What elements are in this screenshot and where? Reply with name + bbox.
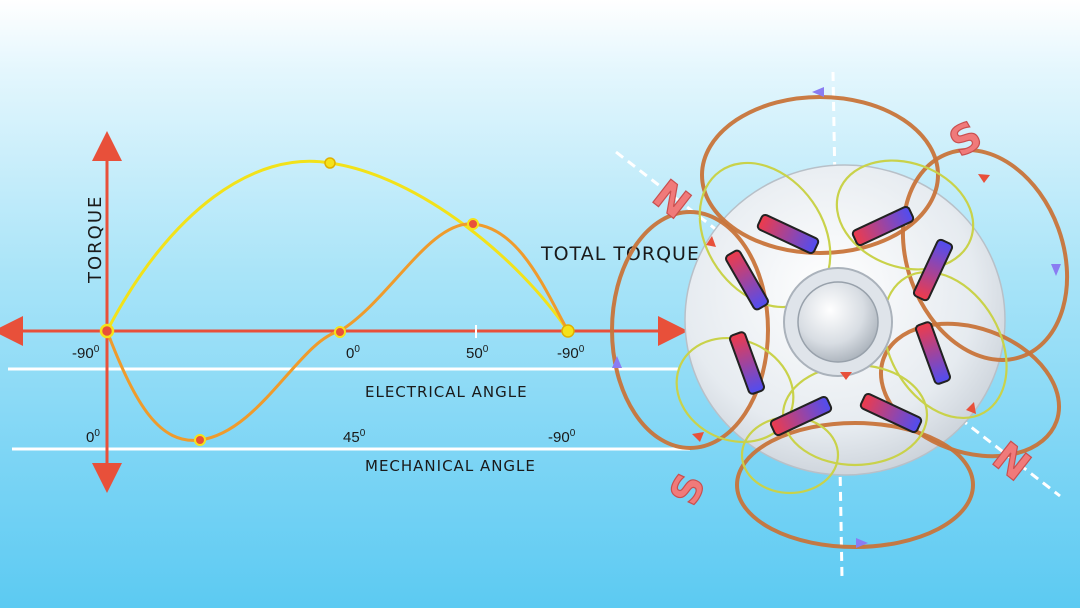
mechanical-tick-label: 450 xyxy=(343,428,366,446)
total-torque-label: TOTAL TORQUE xyxy=(540,243,700,265)
electrical-tick-label: -900 xyxy=(72,344,100,362)
field-direction-arrows xyxy=(692,174,990,442)
outer-field-loops xyxy=(610,95,1070,549)
magnet xyxy=(859,392,923,434)
pole-label-south: S xyxy=(661,467,715,513)
total-torque-curve xyxy=(105,159,570,332)
rotor-magnets xyxy=(725,205,954,437)
electrical-tick-label: 00 xyxy=(346,344,360,362)
magnet xyxy=(756,213,820,255)
diagonal-dashed-axis xyxy=(615,150,1061,498)
mechanical-angle-label: MECHANICAL ANGLE xyxy=(365,457,536,475)
point-torque-trough xyxy=(194,434,206,446)
rotor-shaft xyxy=(797,281,879,363)
pole-label-north: N xyxy=(984,434,1039,491)
pole-label-south: S xyxy=(942,112,990,166)
electrical-tick-label: -900 xyxy=(557,344,585,362)
electrical-tick-label: 500 xyxy=(466,344,489,362)
magnet xyxy=(915,321,951,385)
point-total-torque-peak xyxy=(324,157,336,169)
magnet xyxy=(725,249,769,311)
field-loop-arrows xyxy=(612,87,1061,548)
torque-graph: TORQUE TOTAL TORQUE ELECTRICAL ANGLE MEC… xyxy=(0,131,700,493)
magnet xyxy=(912,238,954,302)
point-torque-peak xyxy=(467,218,479,230)
motor-illustration: N S N S xyxy=(610,71,1070,579)
magnet xyxy=(729,331,765,395)
point-zero-crossing xyxy=(334,326,346,338)
electrical-angle-label: ELECTRICAL ANGLE xyxy=(365,383,528,401)
mechanical-tick-label: 00 xyxy=(86,428,100,446)
mechanical-tick-label: -900 xyxy=(548,428,576,446)
point-origin xyxy=(99,323,115,339)
vertical-dashed-axis xyxy=(831,71,844,579)
torque-axis-label: TORQUE xyxy=(85,195,106,284)
point-end xyxy=(561,324,575,338)
magnet xyxy=(769,395,833,437)
magnet xyxy=(851,205,915,247)
